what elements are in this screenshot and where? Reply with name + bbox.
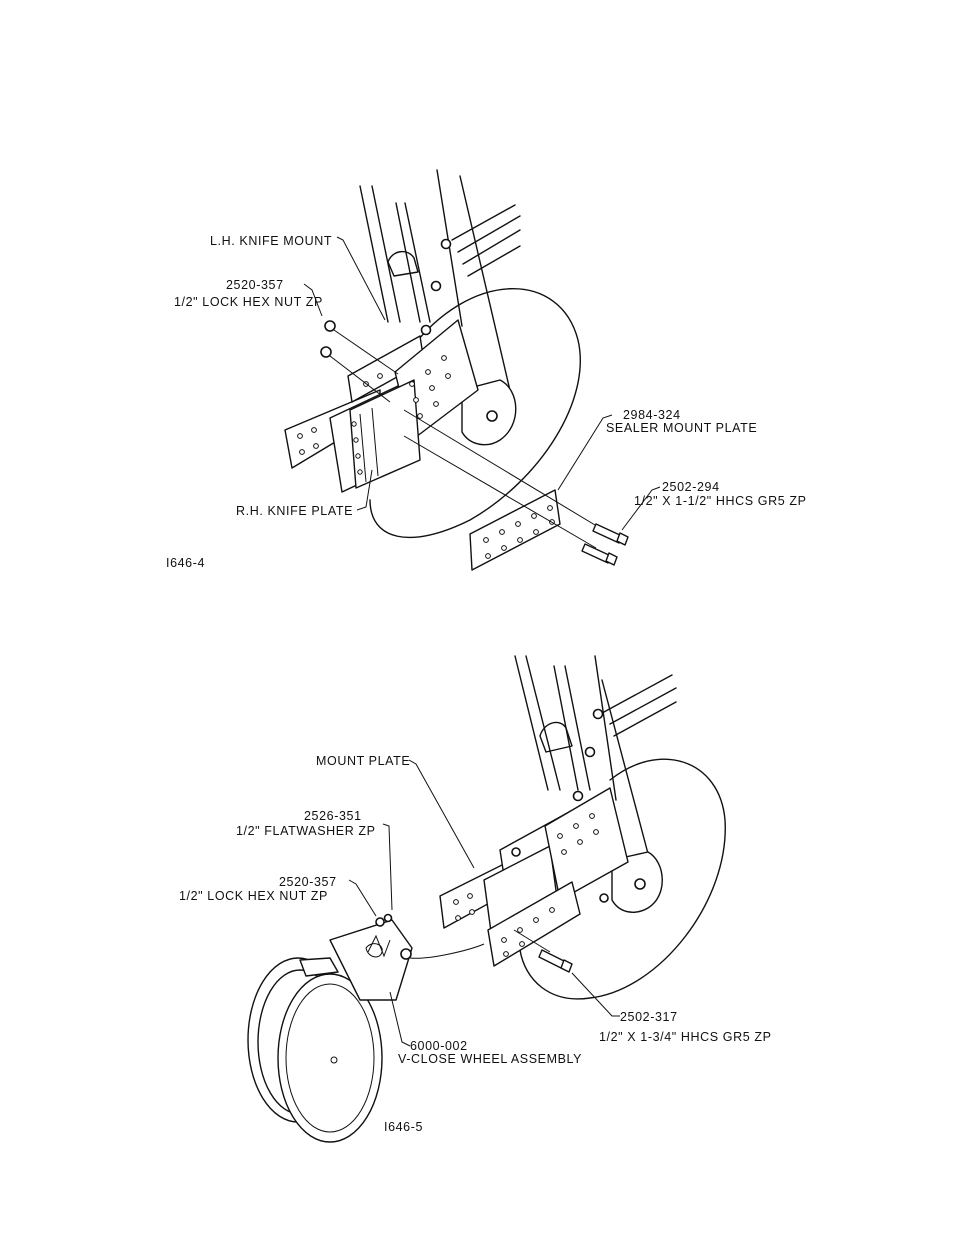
rod-clamp: [388, 252, 418, 276]
mount-plate-assembly: [440, 788, 628, 966]
pivot-axis: [410, 944, 484, 958]
label-lock-nut-part: 2520-357: [226, 278, 284, 292]
shank-bolt: [432, 282, 441, 291]
label-lock-nut-desc: 1/2" LOCK HEX NUT ZP: [179, 889, 328, 903]
label-hhcs-part: 2502-317: [620, 1010, 678, 1024]
leader-mount-plate: [409, 760, 474, 868]
leader-sealer-plate: [558, 415, 612, 490]
label-mount-plate: MOUNT PLATE: [316, 754, 410, 768]
flatwasher: [385, 915, 392, 922]
leader-lock-nut: [349, 880, 376, 916]
label-rh-knife-plate: R.H. KNIFE PLATE: [236, 504, 353, 518]
shank-bolt: [586, 748, 595, 757]
hhcs-bolts: [582, 524, 628, 565]
label-flatwasher-desc: 1/2" FLATWASHER ZP: [236, 824, 376, 838]
hub-nut: [487, 411, 497, 421]
crossbar-tubes: [452, 205, 520, 276]
v-close-wheel-assembly: [248, 915, 412, 1143]
label-hhcs-part: 2502-294: [662, 480, 720, 494]
shank-bolt: [594, 710, 603, 719]
figure-1-knife-mount-assembly: L.H. KNIFE MOUNT 2520-357 1/2" LOCK HEX …: [166, 170, 807, 570]
label-flatwasher-part: 2526-351: [304, 809, 362, 823]
label-lock-nut-part: 2520-357: [279, 875, 337, 889]
figure-2-id: I646-5: [384, 1120, 423, 1134]
label-sealer-desc: SEALER MOUNT PLATE: [606, 421, 757, 435]
hub-nut: [635, 879, 645, 889]
shank-bolt: [422, 326, 431, 335]
label-sealer-part: 2984-324: [623, 408, 681, 422]
leader-hhcs: [572, 973, 620, 1016]
figure-1-id: I646-4: [166, 556, 205, 570]
shank-bolt: [442, 240, 451, 249]
leader-flatwasher: [383, 824, 392, 910]
label-wheel-part: 6000-002: [410, 1039, 468, 1053]
sealer-mount-plate: [470, 490, 560, 570]
shank-bolt: [574, 792, 583, 801]
leader-lh-knife-mount: [337, 237, 385, 320]
label-lock-nut-desc: 1/2" LOCK HEX NUT ZP: [174, 295, 323, 309]
label-hhcs-desc: 1/2" X 1-1/2" HHCS GR5 ZP: [634, 494, 807, 508]
label-hhcs-desc: 1/2" X 1-3/4" HHCS GR5 ZP: [599, 1030, 772, 1044]
label-wheel-desc: V-CLOSE WHEEL ASSEMBLY: [398, 1052, 582, 1066]
label-lh-knife-mount: L.H. KNIFE MOUNT: [210, 234, 332, 248]
figure-2-closing-wheel-assembly: MOUNT PLATE 2526-351 1/2" FLATWASHER ZP …: [179, 656, 772, 1142]
lock-hex-nut: [376, 918, 384, 926]
